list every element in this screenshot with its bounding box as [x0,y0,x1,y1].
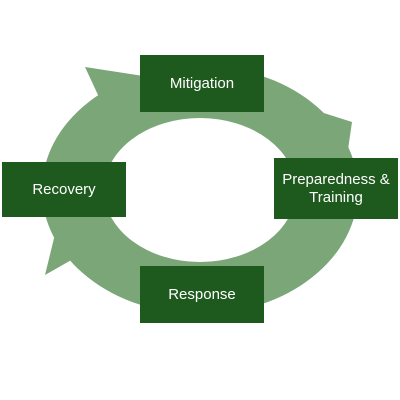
arrowhead-bottom-right [258,230,333,303]
preparedness-text-line2: Training [309,188,363,206]
response-label: Response [140,266,264,323]
mitigation-text: Mitigation [169,74,235,92]
response-box [140,266,264,323]
mitigation-box [140,55,264,112]
arrowhead-top-right [308,108,352,170]
response-text: Response [168,285,236,303]
preparedness-text-line1: Preparedness & [282,170,390,188]
arrowhead-bottom-left [45,222,110,275]
ring-inner [104,118,296,262]
recovery-label: Recovery [2,162,126,217]
recovery-text: Recovery [32,180,96,198]
preparedness-box [274,158,398,219]
arrowhead-top-left [85,67,150,138]
preparedness-label: Preparedness & Training [274,158,398,219]
recovery-box [2,162,126,217]
mitigation-label: Mitigation [140,55,264,112]
